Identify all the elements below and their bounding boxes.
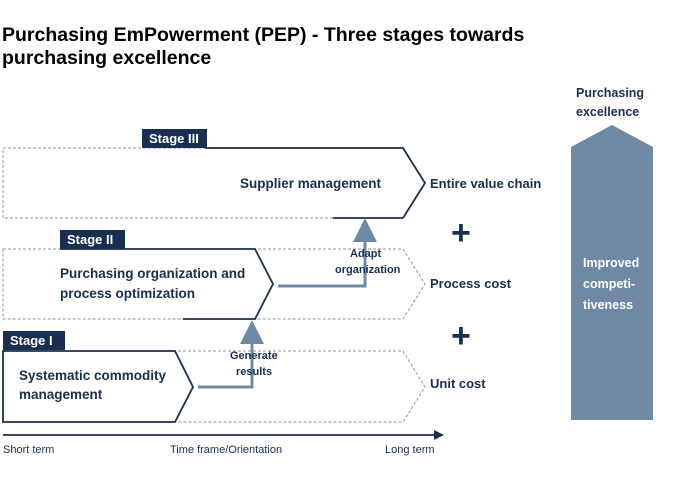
adapt-label-line-1: Adapt	[350, 248, 382, 260]
excellence-body-line-2: competi-	[583, 277, 635, 291]
stage-2-chevron	[2, 248, 426, 320]
axis-label-long-term: Long term	[385, 444, 435, 456]
stage-2-tag-label: Stage II	[67, 232, 113, 247]
stage-2-label-line-1: Purchasing organization and	[60, 266, 245, 281]
stage-1-tag	[3, 331, 65, 350]
plus-sign-upper: +	[451, 214, 471, 252]
generate-label-line-2: results	[236, 366, 272, 378]
axis-label-middle: Time frame/Orientation	[170, 444, 282, 456]
title-line-1: Purchasing EmPowerment (PEP) - Three sta…	[2, 24, 525, 46]
excellence-arrow	[571, 125, 653, 420]
time-axis	[3, 430, 444, 440]
adapt-label-line-2: organization	[335, 264, 401, 276]
stage-3-outcome: Entire value chain	[430, 176, 541, 191]
generate-results-connector	[198, 320, 264, 389]
generate-label-line-1: Generate	[230, 350, 278, 362]
excellence-body-line-3: tiveness	[583, 298, 633, 312]
excellence-body-line-1: Improved	[583, 256, 639, 270]
stage-2-label-line-2: process optimization	[60, 286, 195, 301]
excellence-heading-line-2: excellence	[576, 105, 639, 119]
page-title: Purchasing EmPowerment (PEP) - Three sta…	[2, 24, 562, 70]
stage-1-label-line-2: management	[19, 387, 103, 402]
stage-3-label: Supplier management	[240, 176, 382, 191]
stage-1-label-line-1: Systematic commodity	[19, 368, 167, 383]
stage-1-chevron	[2, 350, 426, 423]
stage-3-tag	[142, 129, 207, 148]
stage-1-outcome: Unit cost	[430, 376, 486, 391]
excellence-heading-line-1: Purchasing	[576, 86, 644, 100]
stage-3-tag-label: Stage III	[149, 131, 199, 146]
stage-2-outcome: Process cost	[430, 276, 512, 291]
axis-label-short-term: Short term	[3, 444, 54, 456]
plus-sign-lower: +	[451, 317, 471, 355]
stage-2-tag	[60, 230, 125, 249]
stage-1-tag-label: Stage I	[10, 333, 53, 348]
title-line-2: purchasing excellence	[2, 47, 212, 69]
adapt-organization-connector	[278, 218, 377, 288]
